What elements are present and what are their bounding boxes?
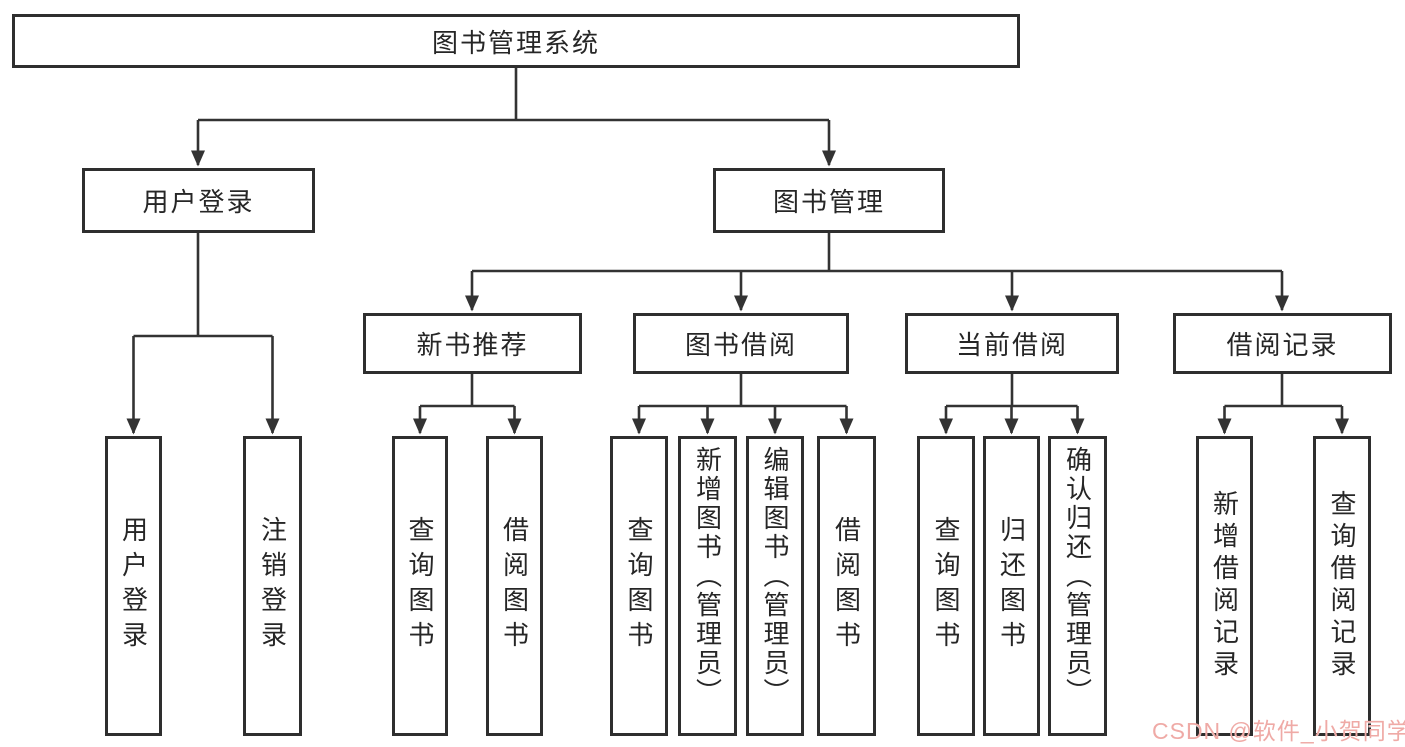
leaf-user-login: 用户登录: [105, 436, 162, 736]
node-borrow-records: 借阅记录: [1173, 313, 1392, 374]
node-library-system: 图书管理系统: [12, 14, 1020, 68]
leaf-add-borrow-record: 新增借阅记录: [1196, 436, 1253, 736]
leaf-confirm-return-admin: 确认归还（管理员）: [1048, 436, 1107, 736]
leaf-add-books-admin: 新增图书（管理员）: [678, 436, 737, 736]
node-current-borrow: 当前借阅: [905, 313, 1119, 374]
leaf-return-books: 归还图书: [983, 436, 1040, 736]
leaf-borrow-borrow-books: 借阅图书: [817, 436, 876, 736]
leaf-newbooks-borrow-books: 借阅图书: [486, 436, 543, 736]
leaf-logout-login: 注销登录: [243, 436, 302, 736]
leaf-query-borrow-record: 查询借阅记录: [1313, 436, 1371, 736]
node-book-management: 图书管理: [713, 168, 945, 233]
leaf-edit-books-admin: 编辑图书（管理员）: [746, 436, 804, 736]
leaf-borrow-query-books: 查询图书: [610, 436, 668, 736]
leaf-current-query-books: 查询图书: [917, 436, 975, 736]
node-new-book-recommend: 新书推荐: [363, 313, 582, 374]
leaf-newbooks-query-books: 查询图书: [392, 436, 448, 736]
node-user-login: 用户登录: [82, 168, 315, 233]
csdn-watermark: CSDN @软件_小贺同学: [1152, 718, 1405, 744]
node-book-borrow: 图书借阅: [633, 313, 849, 374]
